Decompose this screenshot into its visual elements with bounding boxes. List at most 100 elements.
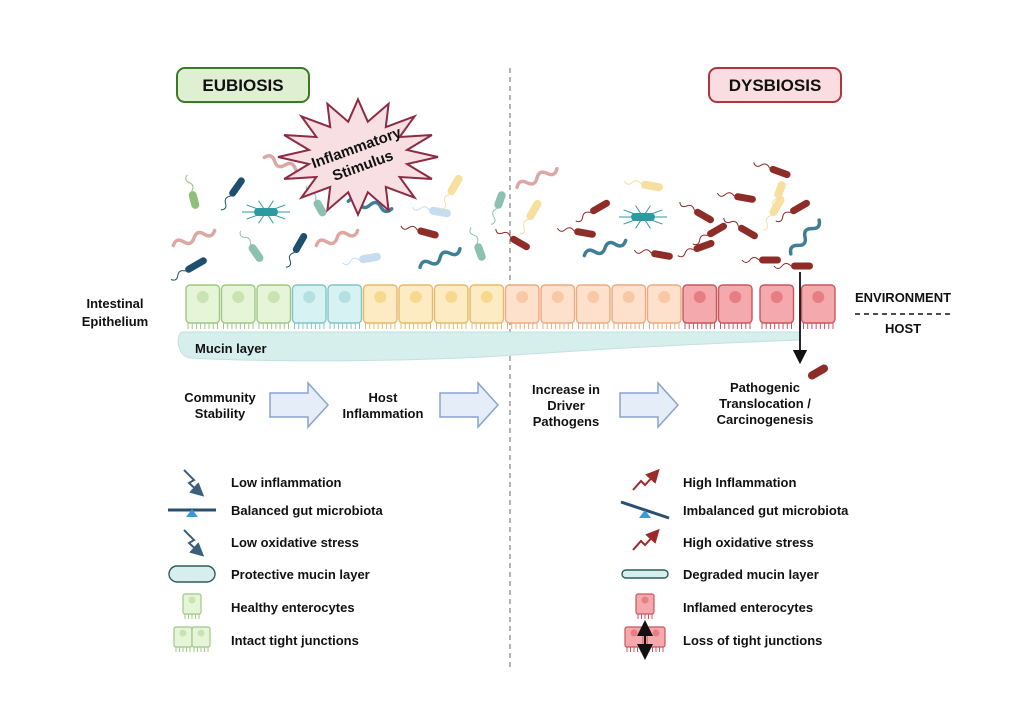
legend-text: Protective mucin layer: [231, 567, 370, 582]
balanced-scale-icon: [168, 508, 216, 517]
yellow-bacterium: [762, 195, 785, 231]
svg-text:Host: Host: [369, 390, 399, 405]
progression-arrow: [439, 381, 500, 429]
legend-text: Low oxidative stress: [231, 535, 359, 550]
red-rod-bacterium: [495, 228, 530, 251]
legend-text: Intact tight junctions: [231, 633, 359, 648]
flagellated-bacterium: [619, 205, 667, 229]
legend-row: Degraded mucin layer: [621, 567, 819, 582]
epithelial-cell: [800, 284, 836, 329]
stage-community-stability: Community Stability: [184, 390, 256, 421]
legend-text: Balanced gut microbiota: [231, 503, 383, 518]
healthy-enterocyte-icon: [182, 593, 202, 619]
bacteria-layer: [170, 154, 822, 281]
red-rod-bacterium: [677, 239, 715, 258]
teal-bacterium: [490, 191, 506, 225]
epithelium-label-line2: Epithelium: [82, 314, 148, 329]
legend-text: Loss of tight junctions: [683, 633, 822, 648]
red-rod-bacterium: [692, 222, 727, 246]
red-rod-bacterium: [633, 249, 673, 260]
epithelial-cell: [185, 284, 221, 329]
epithelial-cell: [220, 284, 256, 329]
svg-text:Increase in: Increase in: [532, 382, 600, 397]
green-bacterium: [185, 174, 200, 209]
legend-row: Imbalanced gut microbiota: [620, 500, 849, 520]
dark-rod-bacterium: [220, 177, 245, 211]
svg-text:Inflammation: Inflammation: [343, 406, 424, 421]
spirochete: [582, 238, 628, 258]
red-rod-bacterium: [679, 201, 714, 224]
legend-text: Inflamed enterocytes: [683, 600, 813, 615]
degraded-mucin-icon: [621, 569, 669, 579]
epithelial-cell: [362, 284, 398, 329]
epithelial-cell: [759, 284, 795, 329]
epithelial-cell: [291, 284, 327, 329]
mucin-layer: [177, 331, 801, 362]
epithelial-cell: [433, 284, 469, 329]
translocated-bacterium: [807, 364, 829, 380]
red-rod-bacterium: [556, 227, 596, 238]
dark-rod-bacterium: [170, 257, 207, 281]
epithelial-cell: [504, 284, 540, 329]
legend-row: Healthy enterocytes: [182, 593, 355, 619]
red-rod-bacterium: [775, 199, 810, 223]
svg-text:Pathogens: Pathogens: [533, 414, 599, 429]
legend-row: Protective mucin layer: [168, 565, 370, 583]
epithelial-cell: [256, 284, 292, 329]
red-rod-bacterium: [716, 192, 756, 203]
legend-row: Low inflammation: [183, 469, 342, 497]
epithelial-cell: [575, 284, 611, 329]
light-blue-bacterium: [411, 206, 451, 218]
dark-rod-bacterium: [285, 233, 308, 268]
starburst-shape: [277, 96, 439, 218]
spirochete: [788, 218, 822, 256]
epithelial-cell: [540, 284, 576, 329]
epithelial-cell: [327, 284, 363, 329]
legend-row: Low oxidative stress: [183, 529, 359, 557]
teal-bacterium: [469, 227, 486, 261]
legend-row: Balanced gut microbiota: [168, 503, 383, 518]
legend-row: High Inflammation: [632, 468, 796, 491]
svg-text:Stability: Stability: [195, 406, 246, 421]
stage-translocation-carcinogenesis: Pathogenic Translocation / Carcinogenesi…: [717, 380, 814, 427]
epithelial-cell: [717, 284, 753, 329]
legend-row: Inflamed enterocytes: [635, 593, 813, 619]
epithelial-cell: [611, 284, 647, 329]
svg-text:Pathogenic: Pathogenic: [730, 380, 800, 395]
legend-text: Low inflammation: [231, 475, 342, 490]
legend-row: High oxidative stress: [632, 528, 814, 551]
inflamed-enterocyte-icon: [635, 593, 655, 619]
spirochete: [418, 246, 462, 270]
svg-text:Driver: Driver: [547, 398, 585, 413]
red-rod-bacterium: [723, 217, 758, 240]
intact-junction-icon: [173, 626, 211, 652]
high-inflammation-icon: [632, 468, 660, 491]
yellow-bacterium: [519, 199, 542, 235]
epithelium-cells: [185, 284, 836, 329]
stage-host-inflammation: Host Inflammation: [343, 390, 424, 421]
legend-text: High oxidative stress: [683, 535, 814, 550]
legend-row: Loss of tight junctions: [624, 620, 822, 660]
progression-arrow: [619, 381, 680, 429]
spirochete: [171, 228, 217, 248]
epithelial-cell: [398, 284, 434, 329]
host-label: HOST: [885, 321, 921, 336]
light-blue-bacterium: [342, 252, 381, 266]
eubiosis-title: EUBIOSIS: [202, 76, 283, 95]
legend-text: High Inflammation: [683, 475, 796, 490]
flagellated-bacterium: [242, 200, 290, 224]
epithelial-cell: [469, 284, 505, 329]
mucin-layer-label: Mucin layer: [195, 341, 267, 356]
yellow-bacterium: [623, 180, 663, 192]
epithelial-cell: [646, 284, 682, 329]
progression-arrows: [269, 381, 680, 429]
yellow-bacterium: [440, 174, 463, 210]
epithelium-label-line1: Intestinal: [86, 296, 143, 311]
legend-row: Intact tight junctions: [173, 626, 359, 652]
dysbiosis-title: DYSBIOSIS: [729, 76, 822, 95]
legend-text: Imbalanced gut microbiota: [683, 503, 849, 518]
inflammatory-stimulus: Inflammatory Stimulus: [277, 96, 439, 218]
